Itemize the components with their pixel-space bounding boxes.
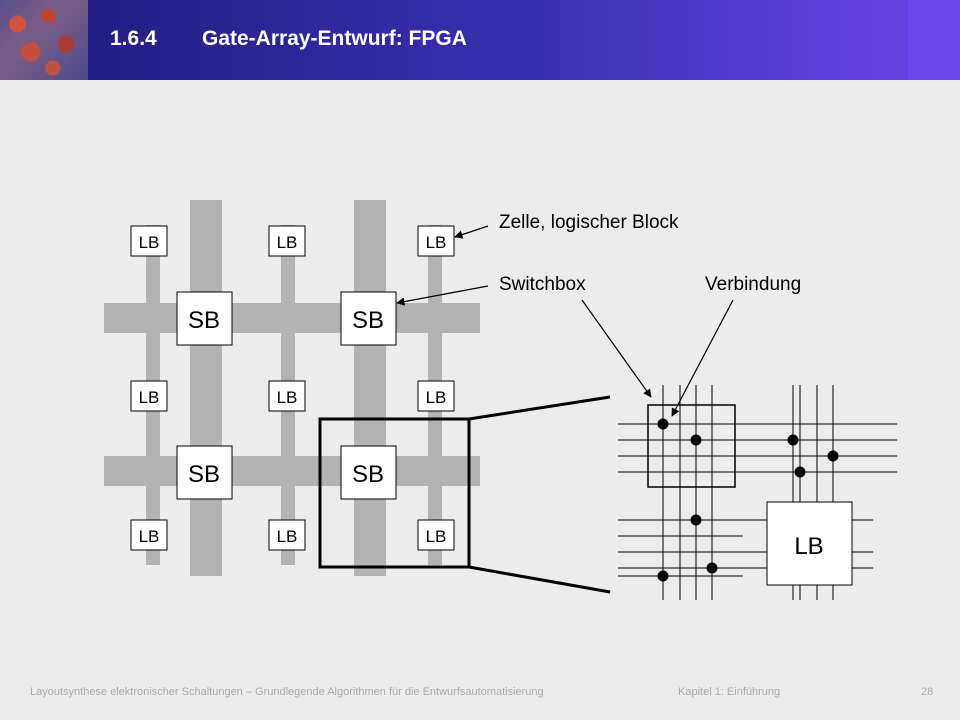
detail-switchbox bbox=[647, 404, 736, 488]
slide-header: 1.6.4 Gate-Array-Entwurf: FPGA bbox=[0, 0, 960, 80]
svg-text:LB: LB bbox=[139, 233, 160, 252]
switchbox-annotation: Switchbox bbox=[499, 274, 586, 295]
zoom-line-bottom bbox=[468, 565, 611, 594]
footer-chapter: Kapitel 1: Einführung bbox=[678, 686, 781, 698]
logic-block: LB bbox=[417, 519, 455, 551]
logic-block: LB bbox=[130, 225, 168, 257]
switchbox: SB bbox=[340, 445, 397, 500]
detail-logic-block: LB bbox=[766, 501, 853, 586]
svg-text:LB: LB bbox=[139, 388, 160, 407]
svg-text:LB: LB bbox=[277, 527, 298, 546]
svg-text:LB: LB bbox=[277, 233, 298, 252]
logic-blocks: LB LB LB LB LB LB LB LB LB bbox=[130, 225, 455, 551]
logic-block: LB bbox=[130, 380, 168, 412]
svg-text:LB: LB bbox=[794, 533, 823, 560]
connection-dot bbox=[706, 562, 718, 574]
svg-text:SB: SB bbox=[188, 307, 220, 334]
zoom-selection-box bbox=[318, 417, 471, 569]
switchbox: SB bbox=[176, 291, 233, 346]
logic-block: LB bbox=[130, 519, 168, 551]
logic-block: LB bbox=[268, 380, 306, 412]
connection-dot bbox=[690, 434, 702, 446]
connection-dot bbox=[690, 514, 702, 526]
svg-text:SB: SB bbox=[352, 461, 384, 488]
connection-dots bbox=[657, 418, 839, 582]
switchbox-detail-arrow bbox=[581, 299, 652, 398]
logic-block: LB bbox=[268, 519, 306, 551]
cell-annotation: Zelle, logischer Block bbox=[499, 212, 679, 233]
detail-horizontal-wires bbox=[618, 423, 897, 577]
svg-text:LB: LB bbox=[426, 388, 447, 407]
svg-text:LB: LB bbox=[426, 527, 447, 546]
connection-dot bbox=[657, 570, 669, 582]
annotation-arrows bbox=[396, 225, 734, 417]
switchbox: SB bbox=[340, 291, 397, 346]
svg-text:LB: LB bbox=[277, 388, 298, 407]
svg-text:LB: LB bbox=[139, 527, 160, 546]
logic-block: LB bbox=[268, 225, 306, 257]
vertical-channel bbox=[190, 200, 222, 576]
svg-text:LB: LB bbox=[426, 233, 447, 252]
cell-arrow bbox=[454, 225, 489, 239]
slide-title: 1.6.4 Gate-Array-Entwurf: FPGA bbox=[110, 27, 467, 51]
svg-text:SB: SB bbox=[352, 307, 384, 334]
header-photo bbox=[0, 0, 88, 80]
connection-dot bbox=[657, 418, 669, 430]
svg-text:SB: SB bbox=[188, 461, 220, 488]
connection-dot bbox=[787, 434, 799, 446]
header-edge-bar bbox=[908, 0, 960, 80]
connection-annotation: Verbindung bbox=[705, 274, 801, 295]
switchboxes: SB SB SB SB bbox=[176, 291, 397, 500]
vertical-channel bbox=[354, 200, 386, 576]
page-number: 28 bbox=[921, 686, 934, 698]
section-number: 1.6.4 bbox=[110, 27, 157, 50]
section-title: Gate-Array-Entwurf: FPGA bbox=[202, 27, 467, 50]
footer-course: Layoutsynthese elektronischer Schaltunge… bbox=[30, 686, 544, 698]
logic-block: LB bbox=[417, 225, 455, 257]
logic-block: LB bbox=[417, 380, 455, 412]
horizontal-channel bbox=[104, 303, 480, 333]
switchbox-arrow bbox=[396, 285, 489, 306]
annotation-labels: Zelle, logischer Block Switchbox Verbind… bbox=[499, 212, 801, 295]
switchbox: SB bbox=[176, 445, 233, 500]
detail-view: LB bbox=[618, 385, 897, 600]
connection-dot bbox=[827, 450, 839, 462]
connection-arrow bbox=[671, 299, 734, 417]
horizontal-channel bbox=[104, 456, 480, 486]
zoom-line-top bbox=[468, 395, 611, 421]
connection-dot bbox=[794, 466, 806, 478]
